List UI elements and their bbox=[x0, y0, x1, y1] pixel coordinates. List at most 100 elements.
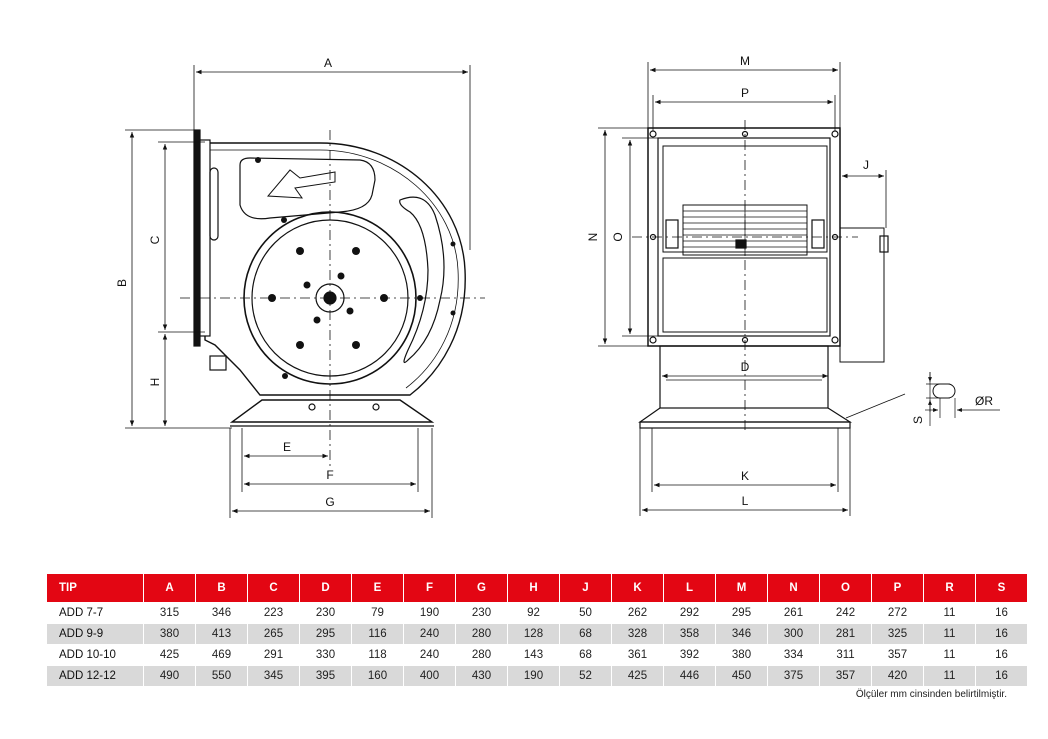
table-cell: 116 bbox=[352, 623, 403, 644]
header-cell: N bbox=[768, 574, 819, 602]
table-cell: 190 bbox=[508, 665, 559, 686]
table-cell: 325 bbox=[872, 623, 923, 644]
table-cell: 230 bbox=[456, 602, 507, 623]
header-cell: J bbox=[560, 574, 611, 602]
table-cell: 425 bbox=[144, 644, 195, 665]
table-cell: 345 bbox=[248, 665, 299, 686]
side-base bbox=[659, 345, 829, 409]
table-cell: 400 bbox=[404, 665, 455, 686]
table-cell: 230 bbox=[300, 602, 351, 623]
header-cell: TIP bbox=[47, 574, 143, 602]
table-cell: 375 bbox=[768, 665, 819, 686]
side-view bbox=[598, 62, 1000, 516]
header-cell: G bbox=[456, 574, 507, 602]
table-cell: 16 bbox=[976, 623, 1027, 644]
table-cell: 490 bbox=[144, 665, 195, 686]
table-cell: 79 bbox=[352, 602, 403, 623]
table-cell: 11 bbox=[924, 644, 975, 665]
table-cell: 240 bbox=[404, 644, 455, 665]
table-cell: 118 bbox=[352, 644, 403, 665]
header-cell: D bbox=[300, 574, 351, 602]
table-cell: 295 bbox=[716, 602, 767, 623]
table-cell: 11 bbox=[924, 602, 975, 623]
table-cell: 143 bbox=[508, 644, 559, 665]
model-name-cell: ADD 9-9 bbox=[47, 623, 143, 644]
table-cell: 334 bbox=[768, 644, 819, 665]
dim-label-m: M bbox=[740, 54, 750, 68]
table-cell: 430 bbox=[456, 665, 507, 686]
model-name-cell: ADD 12-12 bbox=[47, 665, 143, 686]
table-cell: 50 bbox=[560, 602, 611, 623]
model-name-cell: ADD 10-10 bbox=[47, 644, 143, 665]
table-cell: 16 bbox=[976, 665, 1027, 686]
front-view bbox=[125, 65, 485, 518]
table-cell: 223 bbox=[248, 602, 299, 623]
units-note: Ölçüler mm cinsinden belirtilmiştir. bbox=[855, 689, 1007, 700]
table-cell: 425 bbox=[612, 665, 663, 686]
dim-label-h: H bbox=[148, 378, 162, 387]
table-cell: 330 bbox=[300, 644, 351, 665]
table-cell: 346 bbox=[716, 623, 767, 644]
table-cell: 160 bbox=[352, 665, 403, 686]
table-cell: 380 bbox=[144, 623, 195, 644]
table-cell: 281 bbox=[820, 623, 871, 644]
technical-drawing: A B C H E F G bbox=[115, 54, 1000, 518]
table-cell: 346 bbox=[196, 602, 247, 623]
table-cell: 16 bbox=[976, 644, 1027, 665]
table-cell: 272 bbox=[872, 602, 923, 623]
table-cell: 242 bbox=[820, 602, 871, 623]
header-cell: R bbox=[924, 574, 975, 602]
dim-label-e: E bbox=[283, 440, 291, 454]
header-cell: K bbox=[612, 574, 663, 602]
header-cell: B bbox=[196, 574, 247, 602]
table-cell: 300 bbox=[768, 623, 819, 644]
table-cell: 357 bbox=[872, 644, 923, 665]
table-cell: 392 bbox=[664, 644, 715, 665]
table-cell: 413 bbox=[196, 623, 247, 644]
dim-label-j: J bbox=[863, 158, 869, 172]
slot-detail bbox=[925, 372, 1000, 426]
dim-label-o: O bbox=[611, 232, 625, 241]
dim-label-l: L bbox=[742, 494, 749, 508]
dim-label-s: S bbox=[911, 416, 925, 424]
header-cell: O bbox=[820, 574, 871, 602]
table-cell: 240 bbox=[404, 623, 455, 644]
table-cell: 92 bbox=[508, 602, 559, 623]
table-cell: 68 bbox=[560, 623, 611, 644]
header-cell: M bbox=[716, 574, 767, 602]
header-cell: S bbox=[976, 574, 1027, 602]
table-cell: 68 bbox=[560, 644, 611, 665]
table-cell: 420 bbox=[872, 665, 923, 686]
model-name-cell: ADD 7-7 bbox=[47, 602, 143, 623]
table-cell: 16 bbox=[976, 602, 1027, 623]
table-cell: 358 bbox=[664, 623, 715, 644]
dimension-table: TIP A B C D E F G H J K L M N O P R S AD… bbox=[46, 574, 1028, 686]
table-cell: 357 bbox=[820, 665, 871, 686]
table-cell: 450 bbox=[716, 665, 767, 686]
table-cell: 262 bbox=[612, 602, 663, 623]
header-cell: A bbox=[144, 574, 195, 602]
table-cell: 280 bbox=[456, 644, 507, 665]
table-cell: 291 bbox=[248, 644, 299, 665]
table-cell: 52 bbox=[560, 665, 611, 686]
motor bbox=[839, 227, 885, 363]
header-cell: F bbox=[404, 574, 455, 602]
table-cell: 280 bbox=[456, 623, 507, 644]
table-header-row: TIP A B C D E F G H J K L M N O P R S bbox=[47, 574, 1027, 602]
table-cell: 292 bbox=[664, 602, 715, 623]
header-cell: C bbox=[248, 574, 299, 602]
table-cell: 550 bbox=[196, 665, 247, 686]
table-cell: 190 bbox=[404, 602, 455, 623]
dim-label-c: C bbox=[148, 235, 162, 244]
dim-label-a: A bbox=[324, 56, 332, 70]
fan-housing bbox=[204, 142, 466, 396]
dim-label-p: P bbox=[741, 86, 749, 100]
table-cell: 295 bbox=[300, 623, 351, 644]
table-cell: 311 bbox=[820, 644, 871, 665]
rotation-arrow bbox=[266, 169, 336, 199]
dim-label-d: D bbox=[741, 360, 750, 374]
dim-label-f: F bbox=[326, 468, 333, 482]
